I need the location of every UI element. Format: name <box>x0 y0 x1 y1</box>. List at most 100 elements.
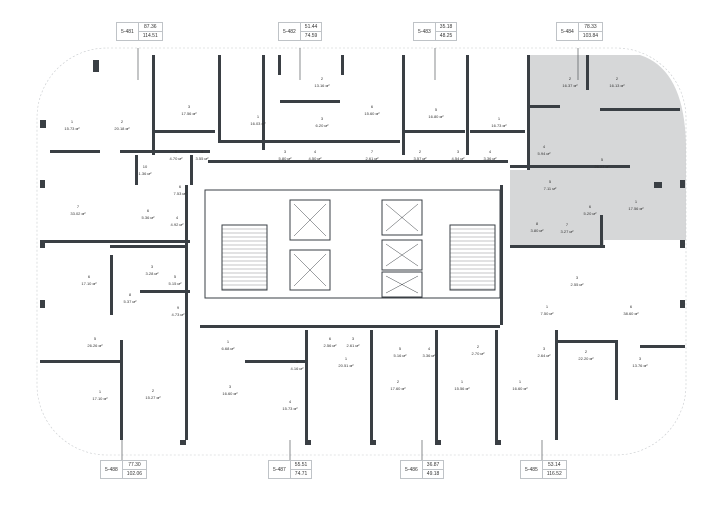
wall <box>40 120 46 128</box>
total-area: 102.06 <box>126 471 143 477</box>
room-area: 13.76 м² <box>632 363 648 368</box>
room-number: 2 <box>320 76 324 81</box>
room-area: 3.27 м² <box>560 229 574 234</box>
room-area: 2.61 м² <box>365 156 379 161</box>
room-area: 2.70 м² <box>471 351 485 356</box>
wall <box>500 185 503 325</box>
wall <box>600 215 603 245</box>
wall <box>495 330 498 440</box>
room-label: 2 3.57 м² <box>414 148 427 162</box>
room-number: 5 <box>434 107 438 112</box>
room-number: 3 <box>228 384 232 389</box>
room-number: 2 <box>615 76 619 81</box>
total-area: 48.25 <box>439 33 453 39</box>
wall <box>305 440 311 445</box>
wall <box>510 245 605 248</box>
wall <box>305 330 308 440</box>
room-number: 1 <box>518 379 522 384</box>
room-number: 4 <box>488 149 492 154</box>
room-number: 1 <box>634 199 638 204</box>
room-number: 3 <box>351 336 355 341</box>
wall <box>555 330 558 440</box>
elevator <box>381 199 423 236</box>
walls <box>40 55 685 445</box>
room-area: 3.28 м² <box>145 271 159 276</box>
room-area: 4.70 м² <box>169 156 183 161</box>
core-outline <box>204 189 501 299</box>
room-area: 3.57 м² <box>413 156 427 161</box>
wall <box>600 108 680 111</box>
room-number: 5 <box>174 149 178 154</box>
wall <box>155 130 215 133</box>
room-number: 2 <box>418 149 422 154</box>
elevator-cross <box>385 275 419 294</box>
room-area: 17.60 м² <box>390 386 406 391</box>
total-area: 74.71 <box>294 471 308 477</box>
room-area: 17.56 м² <box>181 111 197 116</box>
room-area: 4.73 м² <box>171 312 185 317</box>
room-area: 1.36 м² <box>138 171 152 176</box>
total-area: 116.52 <box>546 471 562 477</box>
room-area: 3.36 м² <box>422 353 436 358</box>
apartment-number: 5-485 <box>521 461 543 478</box>
room-number: 1 <box>98 389 102 394</box>
room-number: 5 <box>548 179 552 184</box>
room-number: 5 <box>93 336 97 341</box>
living-area: 51.44 <box>300 23 322 32</box>
room-area: 16.37 м² <box>562 83 578 88</box>
room-area: 20.51 м² <box>338 363 354 368</box>
building-core <box>204 189 501 299</box>
room-number: 4 <box>427 346 431 351</box>
room-number: 2 <box>568 76 572 81</box>
room-number: 6 <box>370 104 374 109</box>
elevator-cross <box>385 203 419 232</box>
room-number: 1 <box>545 304 549 309</box>
wall <box>93 60 99 72</box>
room-number: 6 <box>87 274 91 279</box>
room-area: 3.80 м² <box>530 228 544 233</box>
apartment-5-484-highlight[interactable] <box>510 55 686 245</box>
wall <box>555 340 615 343</box>
living-area: 36.87 <box>422 461 444 470</box>
wall <box>402 55 405 155</box>
room-area: 16.03 м² <box>250 121 266 126</box>
wall <box>185 330 188 440</box>
wall <box>640 345 685 348</box>
room-area: 26.27 м² <box>594 164 610 169</box>
wall <box>185 185 188 330</box>
room-area: 5.15 м² <box>168 281 182 286</box>
total-area: 114.51 <box>142 33 158 39</box>
room-area: 6.20 м² <box>315 123 329 128</box>
wall <box>220 140 400 143</box>
room-area: 5.80 м² <box>278 156 292 161</box>
wall <box>510 165 630 168</box>
wall <box>50 150 100 153</box>
room-number: 2 <box>584 349 588 354</box>
